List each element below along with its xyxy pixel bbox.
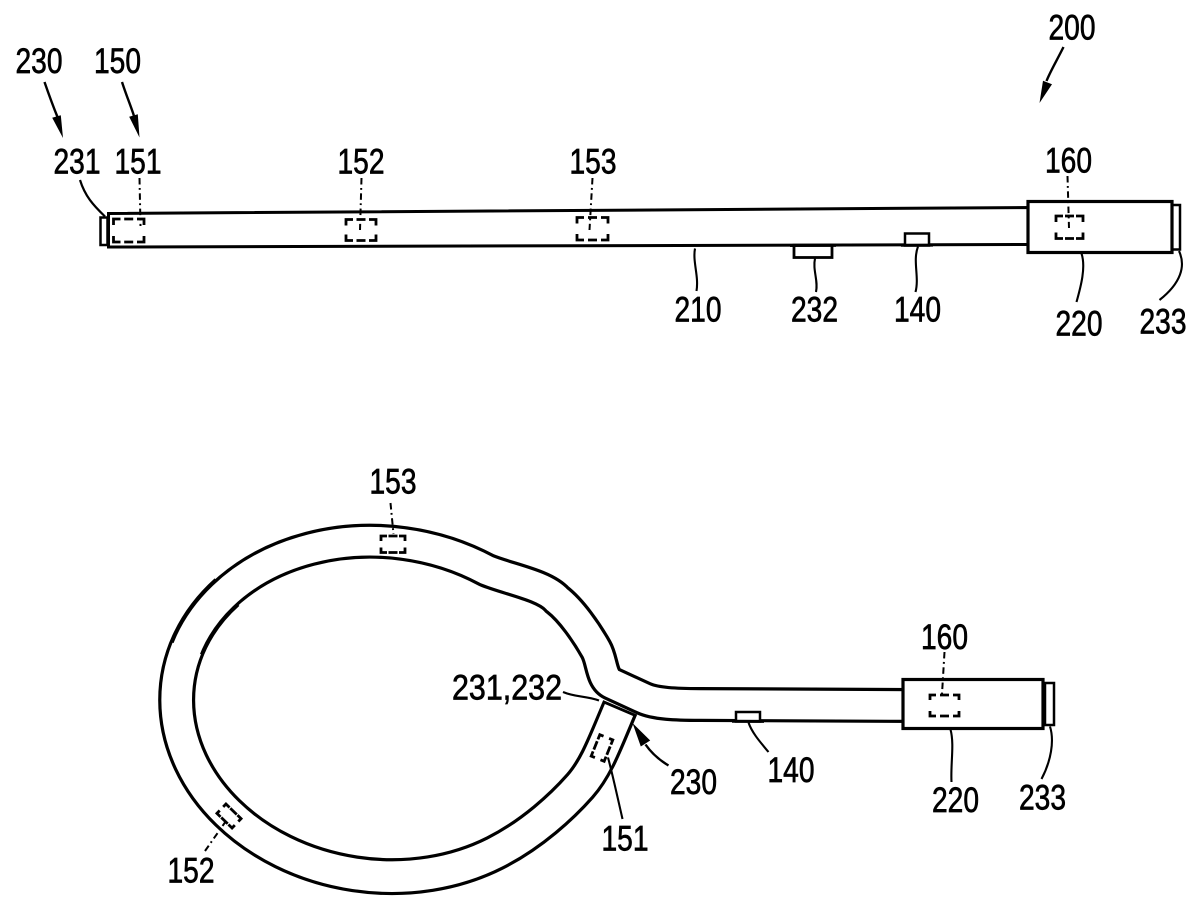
svg-text:152: 152 xyxy=(168,852,215,891)
svg-text:151: 151 xyxy=(602,820,649,859)
svg-text:151: 151 xyxy=(115,143,162,182)
svg-text:230: 230 xyxy=(16,42,63,81)
svg-text:233: 233 xyxy=(1019,779,1066,818)
svg-text:232: 232 xyxy=(791,291,838,330)
svg-text:153: 153 xyxy=(370,463,417,502)
svg-text:152: 152 xyxy=(338,142,385,181)
svg-text:230: 230 xyxy=(670,763,717,802)
svg-text:153: 153 xyxy=(570,142,617,181)
svg-text:231,232: 231,232 xyxy=(452,669,562,708)
svg-text:140: 140 xyxy=(768,751,815,790)
svg-text:140: 140 xyxy=(894,291,941,330)
svg-text:150: 150 xyxy=(94,42,141,81)
svg-text:200: 200 xyxy=(1049,9,1096,48)
svg-text:210: 210 xyxy=(675,291,722,330)
svg-text:233: 233 xyxy=(1140,303,1187,342)
svg-text:160: 160 xyxy=(921,618,968,657)
svg-text:220: 220 xyxy=(1056,305,1103,344)
svg-text:231: 231 xyxy=(54,143,101,182)
svg-text:160: 160 xyxy=(1045,142,1092,181)
svg-text:220: 220 xyxy=(932,781,979,820)
